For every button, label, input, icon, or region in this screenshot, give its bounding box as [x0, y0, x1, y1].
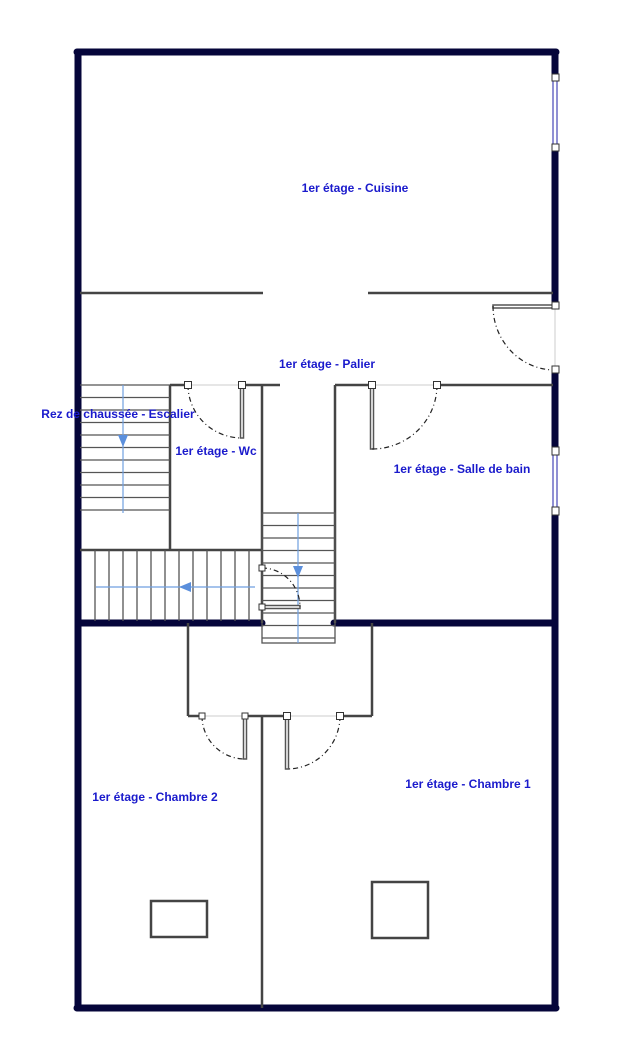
door-chambre-1 — [283, 712, 344, 770]
fixture-chambre-1 — [370, 880, 430, 940]
staircase-rez-de-chaussee — [80, 384, 170, 513]
room-label-salle-de-bain: 1er étage - Salle de bain — [394, 462, 531, 476]
staircase-palier — [261, 512, 336, 644]
fixture-chambre-2 — [149, 899, 209, 939]
interior-walls — [80, 291, 553, 1008]
room-label-chambre-2: 1er étage - Chambre 2 — [92, 790, 218, 804]
door-cuisine-exterior — [492, 301, 560, 374]
exterior-walls — [73, 48, 560, 1012]
stair-arrow-icon — [179, 582, 191, 592]
door-wc — [184, 381, 246, 439]
window-salle-de-bain — [551, 446, 560, 516]
door-chambre-2 — [198, 712, 249, 760]
room-label-cuisine: 1er étage - Cuisine — [302, 181, 409, 195]
room-label-palier: 1er étage - Palier — [279, 357, 375, 371]
door-stair-closet — [258, 564, 301, 611]
stair-arrow-icon — [118, 435, 128, 447]
window-cuisine — [551, 73, 560, 152]
door-salle-de-bain — [368, 381, 441, 450]
room-label-escalier: Rez de chaussée - Escalier — [41, 407, 195, 421]
stair-arrow-icon — [293, 566, 303, 578]
room-label-wc: 1er étage - Wc — [175, 444, 257, 458]
staircase-landing-run — [94, 550, 255, 621]
room-label-chambre-1: 1er étage - Chambre 1 — [405, 777, 531, 791]
